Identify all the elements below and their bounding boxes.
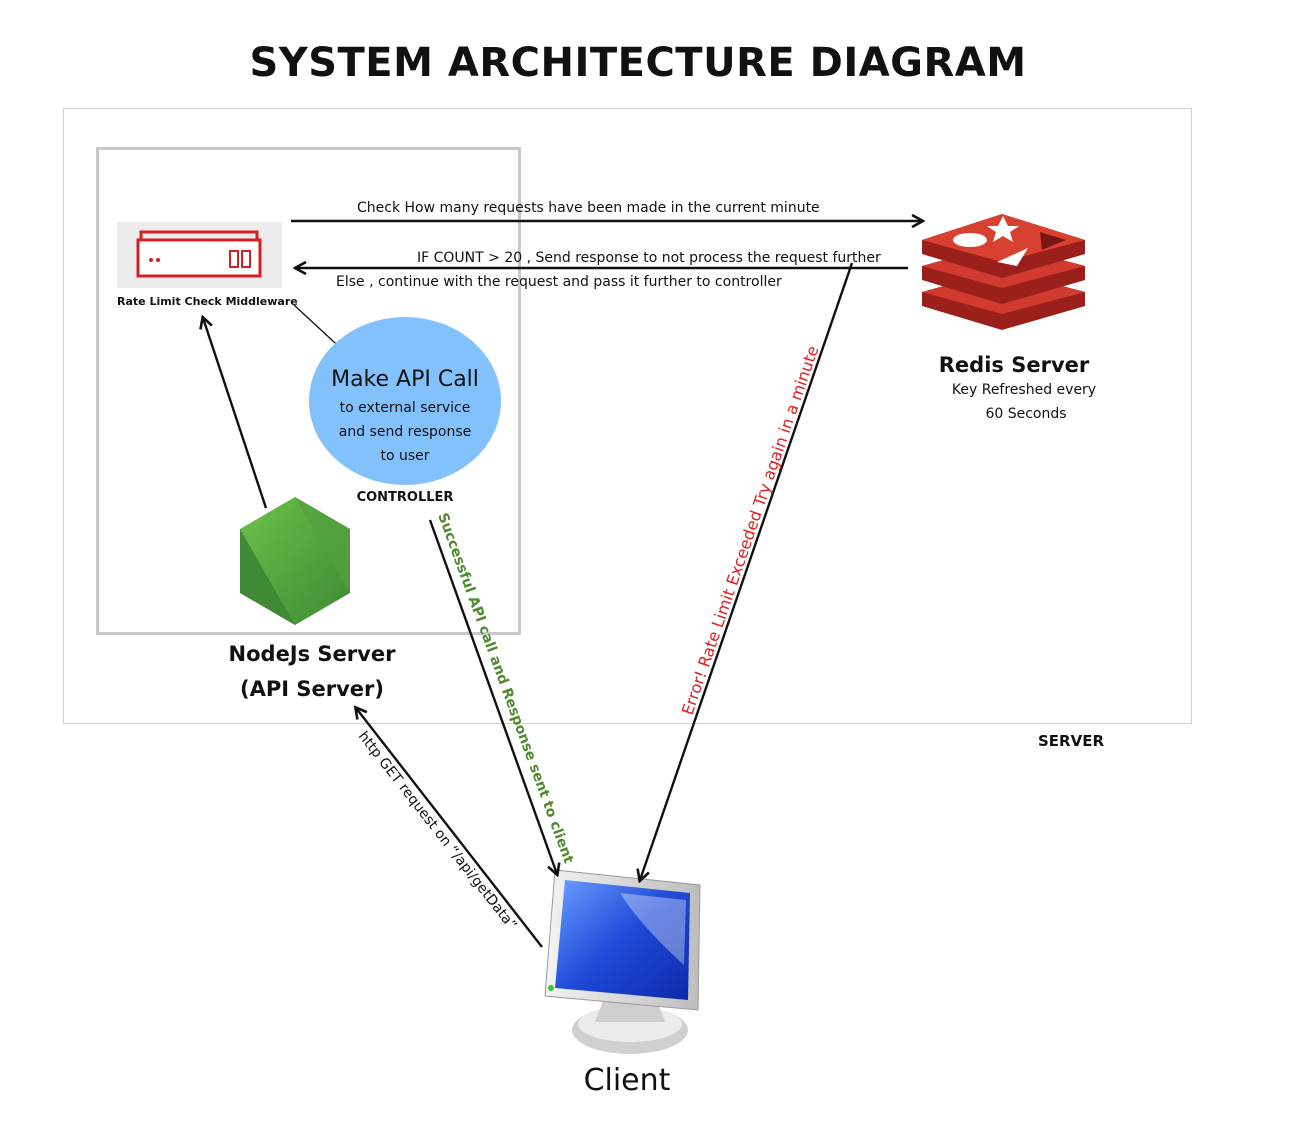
http-get-label: http GET request on “/api/getData” xyxy=(355,729,520,934)
middleware-label: Rate Limit Check Middleware xyxy=(117,295,298,308)
redis-error-to-client-arrow xyxy=(640,262,854,880)
computer-monitor-icon xyxy=(544,869,701,1054)
nodejs-hexagon-icon xyxy=(240,497,350,625)
else-continue-label: Else , continue with the request and pas… xyxy=(336,274,782,290)
controller-line-2: and send response xyxy=(338,424,472,440)
diagram-title: SYSTEM ARCHITECTURE DIAGRAM xyxy=(249,40,1027,86)
nodejs-server-title: NodeJs Server xyxy=(228,642,396,666)
success-label: Successful API call and Response sent to… xyxy=(434,511,576,866)
controller-line-1: to external service xyxy=(339,400,471,416)
client-label: Client xyxy=(583,1063,671,1098)
controller-to-client-arrow xyxy=(428,519,557,874)
redis-logo-icon xyxy=(922,214,1085,330)
check-requests-label: Check How many requests have been made i… xyxy=(357,200,820,216)
client-to-node-arrow xyxy=(356,708,543,948)
redis-key-refresh: Key Refreshed every xyxy=(951,382,1097,398)
nodejs-server-subtitle: (API Server) xyxy=(240,677,384,701)
nodejs-server-boundary xyxy=(96,147,521,635)
controller-label: CONTROLLER xyxy=(356,490,454,505)
redis-key-seconds: 60 Seconds xyxy=(985,406,1067,422)
server-rack-icon xyxy=(117,222,282,288)
controller-line-3: to user xyxy=(380,448,430,464)
node-to-middleware-arrow xyxy=(203,318,268,509)
controller-heading: Make API Call xyxy=(331,367,479,392)
server-boundary xyxy=(63,108,1192,724)
error-label: Error! Rate Limit Exceeded Try again in … xyxy=(678,343,823,717)
server-label: SERVER xyxy=(1038,732,1105,750)
count-limit-label: IF COUNT > 20 , Send response to not pro… xyxy=(417,250,881,266)
controller-circle xyxy=(309,317,501,485)
redis-server-title: Redis Server xyxy=(938,353,1090,377)
